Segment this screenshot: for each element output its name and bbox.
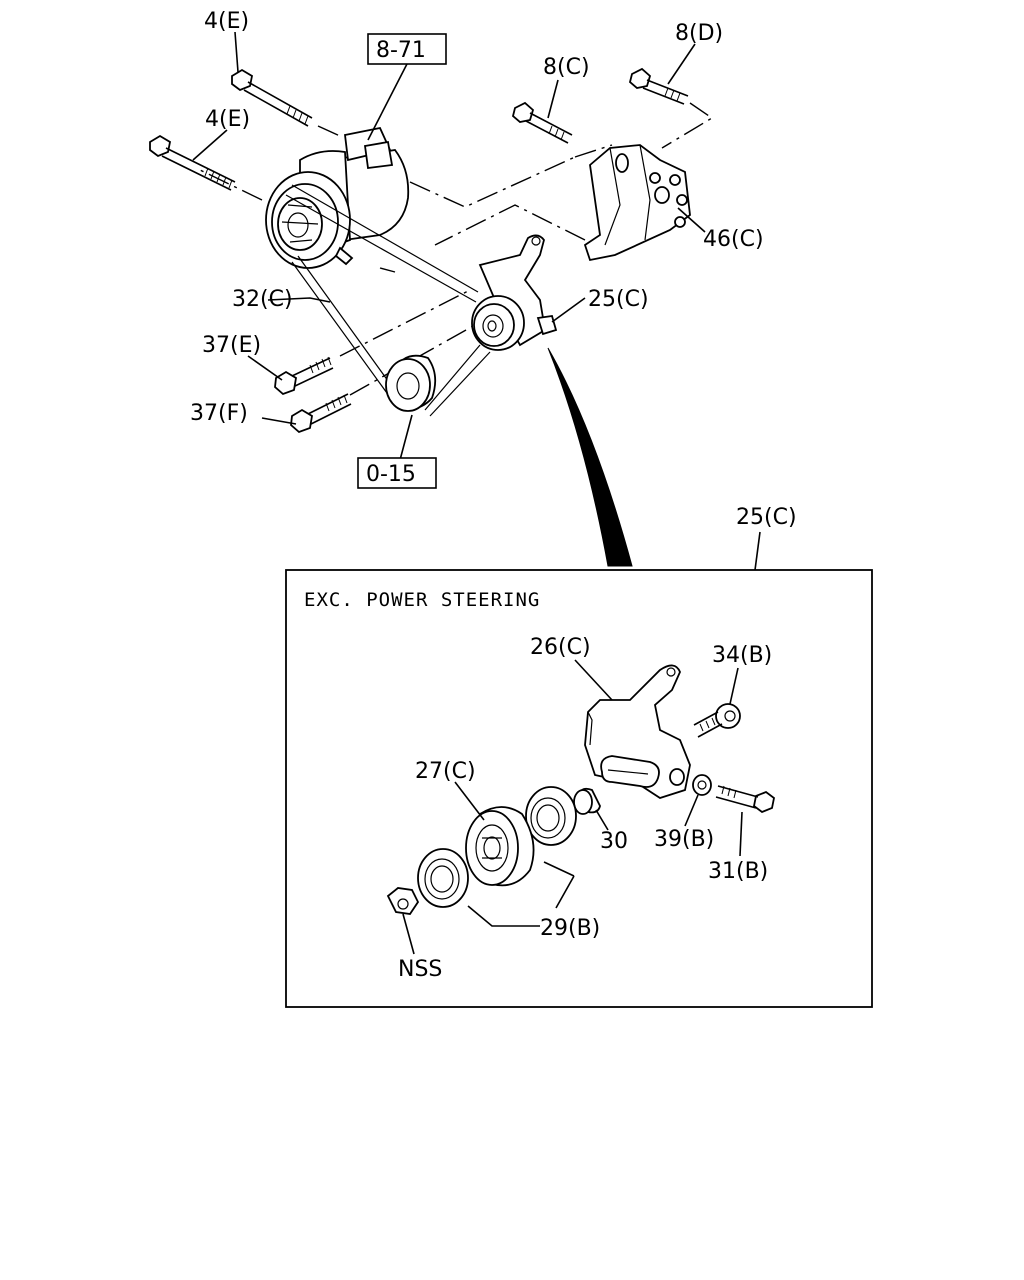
label-26c: 26(C): [530, 635, 591, 660]
label-4e-mid: 4(E): [205, 107, 250, 132]
tensioner-bracket: [584, 664, 691, 799]
bolt-34b: [693, 703, 741, 738]
label-32c: 32(C): [232, 287, 293, 312]
label-25c-inset-ref: 25(C): [736, 505, 797, 530]
inset-box: [285, 569, 873, 1008]
center-lines: [199, 102, 714, 396]
label-4e-top: 4(E): [204, 9, 249, 34]
nut-nss: [386, 887, 420, 915]
label-30: 30: [600, 829, 628, 854]
leader-lines-inset: [402, 659, 743, 955]
bolt-8d: [628, 67, 689, 105]
bolt-8c: [511, 101, 573, 144]
drive-belt: [285, 184, 491, 417]
label-27c: 27(C): [415, 759, 476, 784]
label-0-15: 0-15: [366, 462, 416, 487]
bolt-4e-top: [231, 68, 313, 127]
inset-pointer: [547, 347, 633, 567]
bolt-37e: [274, 356, 334, 396]
label-39b: 39(B): [654, 827, 714, 852]
label-46c: 46(C): [703, 227, 764, 252]
bolt-31b: [715, 785, 775, 814]
bearing-right: [525, 786, 577, 846]
inset-title: EXC. POWER STEERING: [304, 589, 540, 611]
ref-box-0-15: [357, 457, 437, 489]
idler-pulley-27c: [465, 806, 535, 887]
washer-39b: [692, 774, 712, 796]
label-nss: NSS: [398, 957, 442, 982]
bolt-37f: [290, 393, 352, 434]
label-25c-top: 25(C): [588, 287, 649, 312]
tensioner-pulley-assembly: [471, 234, 558, 351]
bearing-left: [417, 848, 469, 908]
compressor: [265, 126, 410, 269]
leader-lines-upper: [192, 31, 706, 461]
label-37e: 37(E): [202, 333, 261, 358]
label-31b: 31(B): [708, 859, 768, 884]
bushing-30: [573, 787, 601, 815]
label-8-71: 8-71: [376, 38, 426, 63]
label-37f: 37(F): [190, 401, 248, 426]
leader-25c-inset: [754, 531, 761, 571]
label-34b: 34(B): [712, 643, 772, 668]
ref-box-8-71: [367, 33, 447, 65]
label-8d: 8(D): [675, 21, 723, 46]
mounting-bracket: [583, 144, 691, 262]
idler-pulley: [385, 354, 437, 412]
bolt-4e-mid: [149, 134, 236, 191]
label-8c: 8(C): [543, 55, 590, 80]
label-29b: 29(B): [540, 916, 600, 941]
